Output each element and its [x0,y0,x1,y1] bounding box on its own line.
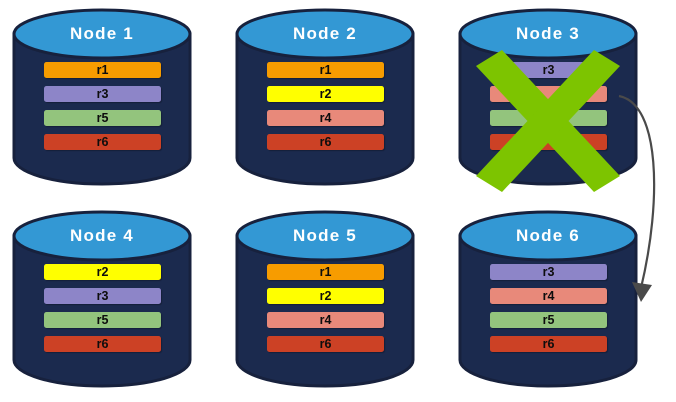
replica-bar[interactable]: r3 [490,62,607,78]
replica-bar[interactable]: r6 [490,134,607,150]
replica-bar[interactable]: r3 [490,264,607,280]
replica-list: r3 r4 r5 r6 [490,264,607,352]
node-card-4[interactable]: Node 4 r2 r3 r5 r6 [12,210,192,388]
replica-bar[interactable]: r5 [490,110,607,126]
replica-bar[interactable]: r2 [44,264,161,280]
node-card-1[interactable]: Node 1 r1 r3 r5 r6 [12,8,192,186]
replica-bar[interactable]: r4 [490,288,607,304]
replica-bar[interactable]: r6 [44,134,161,150]
replica-bar[interactable]: r3 [44,288,161,304]
replica-list: r1 r2 r4 r6 [267,62,384,150]
replica-bar[interactable]: r3 [44,86,161,102]
replica-bar[interactable]: r1 [44,62,161,78]
node-card-2[interactable]: Node 2 r1 r2 r4 r6 [235,8,415,186]
node-card-3[interactable]: Node 3 r3 r4 r5 r6 [458,8,638,192]
replica-bar[interactable]: r2 [267,86,384,102]
replica-bar[interactable]: r5 [44,110,161,126]
replica-list: r1 r2 r4 r6 [267,264,384,352]
replica-bar[interactable]: r5 [490,312,607,328]
replica-list: r1 r3 r5 r6 [44,62,161,150]
replica-bar[interactable]: r1 [267,264,384,280]
replica-bar[interactable]: r4 [490,86,607,102]
replica-bar[interactable]: r1 [267,62,384,78]
replica-bar[interactable]: r2 [267,288,384,304]
replica-list: r3 r4 r5 r6 [490,62,607,150]
replica-bar[interactable]: r6 [44,336,161,352]
replica-bar[interactable]: r6 [267,134,384,150]
replica-bar[interactable]: r6 [490,336,607,352]
replica-bar[interactable]: r6 [267,336,384,352]
replica-bar[interactable]: r4 [267,110,384,126]
node-card-5[interactable]: Node 5 r1 r2 r4 r6 [235,210,415,388]
replica-list: r2 r3 r5 r6 [44,264,161,352]
replica-bar[interactable]: r4 [267,312,384,328]
replica-bar[interactable]: r5 [44,312,161,328]
node-card-6[interactable]: Node 6 r3 r4 r5 r6 [458,210,638,388]
